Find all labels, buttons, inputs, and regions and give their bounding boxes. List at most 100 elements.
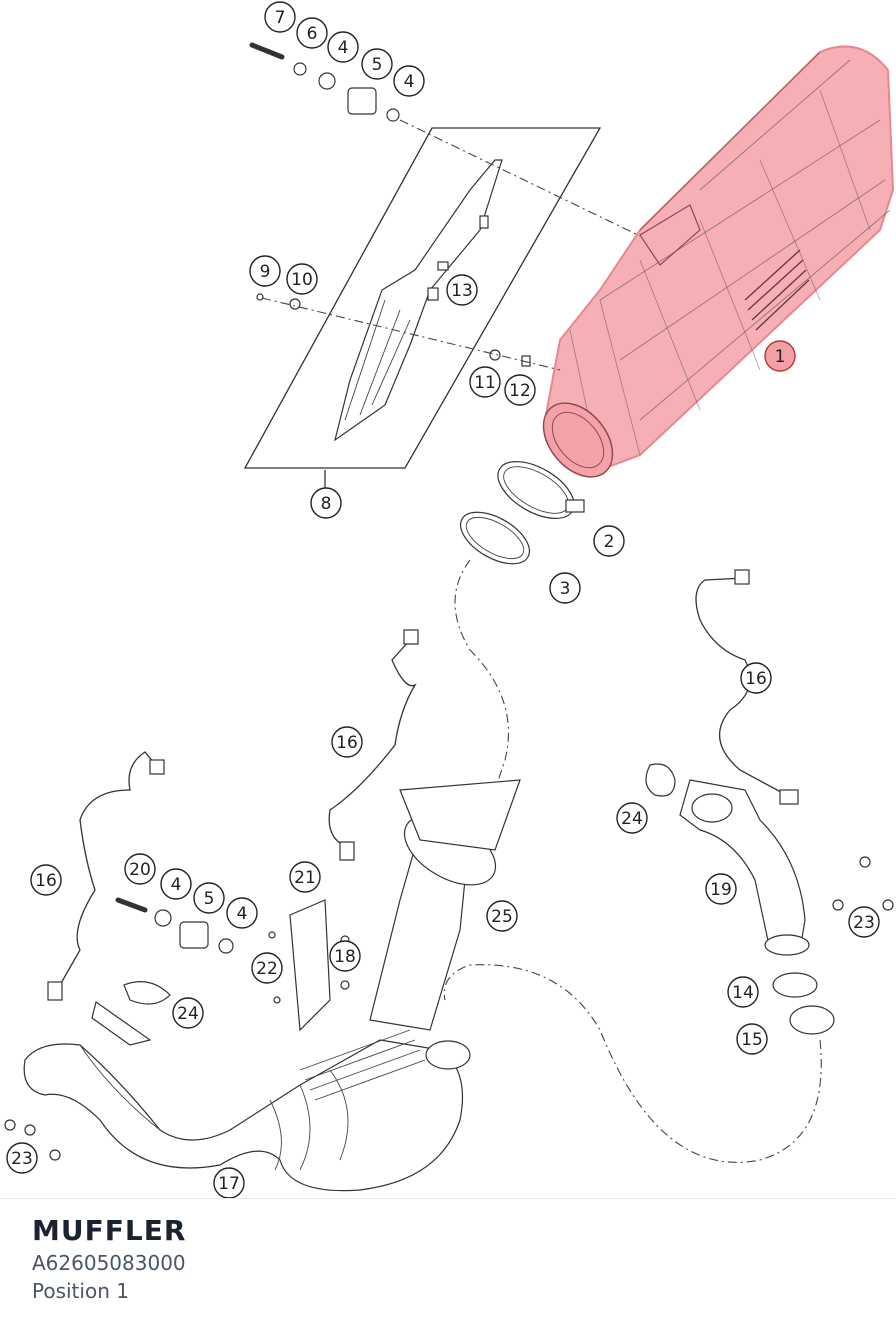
callout-6[interactable]: 6 [296, 17, 328, 49]
callout-4[interactable]: 4 [226, 897, 258, 929]
callout-label: 8 [321, 494, 332, 514]
callout-circle [327, 31, 359, 63]
callout-18[interactable]: 18 [329, 940, 361, 972]
callout-11[interactable]: 11 [469, 366, 501, 398]
callout-label: 21 [294, 868, 316, 888]
callout-label: 6 [307, 24, 318, 44]
callout-circle [764, 340, 796, 372]
callout-17[interactable]: 17 [213, 1167, 245, 1198]
mounting-hardware-lower [4, 897, 350, 1161]
callout-label: 4 [404, 72, 415, 92]
connecting-pipe-right [645, 763, 894, 1035]
callout-circle [848, 906, 880, 938]
callout-label: 16 [745, 669, 767, 689]
callout-label: 4 [237, 904, 248, 924]
callout-circle [727, 976, 759, 1008]
clamp-and-gasket [460, 461, 585, 565]
callout-label: 2 [604, 532, 615, 552]
callout-label: 19 [710, 880, 732, 900]
callout-label: 13 [451, 281, 473, 301]
callout-14[interactable]: 14 [727, 976, 759, 1008]
callout-circle [226, 897, 258, 929]
callout-label: 22 [256, 959, 278, 979]
callout-circle [160, 868, 192, 900]
part-title: MUFFLER [32, 1214, 187, 1247]
callout-circle [296, 17, 328, 49]
callout-circle [124, 853, 156, 885]
callout-circle [469, 366, 501, 398]
callout-5[interactable]: 5 [361, 48, 393, 80]
callout-circle [6, 1142, 38, 1174]
callout-label: 23 [11, 1149, 33, 1169]
callout-label: 20 [129, 860, 151, 880]
callout-4[interactable]: 4 [327, 31, 359, 63]
callout-label: 16 [35, 871, 57, 891]
callout-4[interactable]: 4 [393, 65, 425, 97]
callout-24[interactable]: 24 [616, 802, 648, 834]
callout-circle [446, 274, 478, 306]
callout-label: 12 [509, 381, 531, 401]
callout-label: 11 [474, 373, 496, 393]
callout-12[interactable]: 12 [504, 374, 536, 406]
muffler-part-highlighted[interactable] [530, 45, 895, 490]
callout-label: 25 [491, 907, 513, 927]
oxygen-sensor-wires [47, 569, 799, 1001]
callout-circle [393, 65, 425, 97]
callout-8[interactable]: 8 [310, 487, 342, 519]
callout-3[interactable]: 3 [549, 572, 581, 604]
section-divider [0, 1198, 896, 1199]
callout-label: 24 [621, 809, 643, 829]
callout-circle [289, 861, 321, 893]
callout-22[interactable]: 22 [251, 952, 283, 984]
callout-circle [30, 864, 62, 896]
callout-16[interactable]: 16 [331, 726, 363, 758]
callout-7[interactable]: 7 [264, 1, 296, 33]
callout-2[interactable]: 2 [593, 525, 625, 557]
callout-label: 1 [775, 347, 786, 367]
callout-circle [286, 263, 318, 295]
callout-16[interactable]: 16 [740, 662, 772, 694]
callout-label: 7 [275, 8, 286, 28]
callout-label: 9 [260, 262, 271, 282]
callout-label: 10 [291, 270, 313, 290]
callout-label: 24 [177, 1004, 199, 1024]
callout-circle [213, 1167, 245, 1198]
callout-25[interactable]: 25 [486, 900, 518, 932]
callout-circle [331, 726, 363, 758]
callout-15[interactable]: 15 [736, 1023, 768, 1055]
header-pipe-assembly [23, 779, 521, 1192]
callout-label: 17 [218, 1174, 240, 1194]
callout-9[interactable]: 9 [249, 255, 281, 287]
callout-label: 23 [853, 913, 875, 933]
callout-circle [486, 900, 518, 932]
callout-circle [329, 940, 361, 972]
callout-19[interactable]: 19 [705, 873, 737, 905]
callout-circle [593, 525, 625, 557]
callout-label: 5 [204, 889, 215, 909]
callout-21[interactable]: 21 [289, 861, 321, 893]
callout-label: 5 [372, 55, 383, 75]
callout-circle [616, 802, 648, 834]
callout-20[interactable]: 20 [124, 853, 156, 885]
callout-circle [504, 374, 536, 406]
callout-5[interactable]: 5 [193, 882, 225, 914]
callout-circle [549, 572, 581, 604]
part-info-panel: MUFFLER A62605083000 Position 1 [32, 1214, 186, 1303]
callout-label: 18 [334, 947, 356, 967]
callout-circle [740, 662, 772, 694]
callout-circle [736, 1023, 768, 1055]
callout-circle [249, 255, 281, 287]
callout-13[interactable]: 13 [446, 274, 478, 306]
callout-circle [705, 873, 737, 905]
callout-circle [310, 487, 342, 519]
callout-23[interactable]: 23 [6, 1142, 38, 1174]
callout-24[interactable]: 24 [172, 997, 204, 1029]
part-position: Position 1 [32, 1279, 129, 1303]
callout-4[interactable]: 4 [160, 868, 192, 900]
callout-23[interactable]: 23 [848, 906, 880, 938]
callout-label: 3 [560, 579, 571, 599]
callout-10[interactable]: 10 [286, 263, 318, 295]
callout-16[interactable]: 16 [30, 864, 62, 896]
callout-1[interactable]: 1 [764, 340, 796, 372]
